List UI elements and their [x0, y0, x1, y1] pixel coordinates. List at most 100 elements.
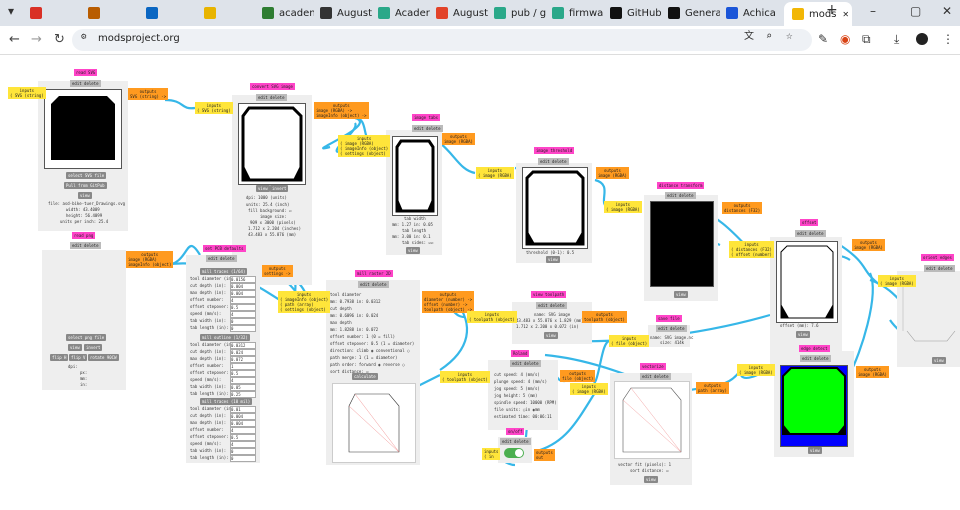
pcb-value-input[interactable]: 0.0312 — [230, 342, 256, 349]
browser-tab-3[interactable] — [204, 3, 256, 23]
pcb-value-input[interactable]: 0.0156 — [230, 276, 256, 283]
mill-traces-button[interactable]: mill traces (1/64) — [200, 268, 248, 275]
module-vectorize[interactable]: vector fit (pixels): 1 sort distance: ☑ … — [610, 373, 692, 485]
mill-raster-edit[interactable]: edit delete — [358, 281, 389, 288]
edge-detect-input[interactable]: inputs( image (RGBA) — [737, 364, 775, 376]
distance-view-button[interactable]: view — [674, 291, 688, 298]
calculate-button[interactable]: calculate — [352, 373, 378, 380]
view-toolpath-title[interactable]: view toolpath — [531, 291, 567, 298]
vectorize-input[interactable]: inputs( image (RGBA) — [570, 383, 608, 395]
pcb-value-input[interactable]: 0.024 — [230, 349, 256, 356]
browser-tab-6[interactable]: Acader — [378, 3, 430, 23]
on-off-edit[interactable]: edit delete — [500, 438, 531, 445]
convert-invert-button[interactable]: invert — [270, 185, 289, 192]
translate-icon[interactable]: 文 — [744, 31, 754, 42]
module-image-tabs[interactable]: tab width mm: 1.27 in: 0.05 tab length m… — [386, 130, 442, 255]
threshold-view-button[interactable]: view — [546, 256, 560, 263]
site-info-icon[interactable]: ⚙ — [81, 32, 87, 42]
save-file-edit[interactable]: edit delete — [656, 325, 687, 332]
browser-tab-1[interactable] — [88, 3, 140, 23]
module-orient[interactable]: view — [897, 271, 960, 367]
distance-title[interactable]: distance transform — [657, 182, 705, 189]
rotate-button[interactable]: rotate 90CW — [88, 354, 119, 361]
browser-tab-7[interactable]: August — [436, 3, 488, 23]
pcb-value-input[interactable]: 0 — [230, 455, 256, 462]
edge-detect-title[interactable]: edge detect — [799, 345, 830, 352]
pcb-value-input[interactable]: 0.004 — [230, 420, 256, 427]
read-svg-view-button[interactable]: view — [78, 192, 92, 199]
tabs-view-button[interactable]: view — [406, 247, 420, 254]
pcb-value-input[interactable]: 0 — [230, 325, 256, 332]
pcb-value-input[interactable]: 0.072 — [230, 356, 256, 363]
orient-input[interactable]: inputs( image (RGBA) — [878, 275, 916, 287]
pcb-value-input[interactable]: 0.25 — [230, 391, 256, 398]
close-tab-icon[interactable]: ✕ — [842, 9, 850, 19]
edge-view-button[interactable]: view — [808, 447, 822, 454]
module-view-toolpath[interactable]: name: SVG image 43.483 x 55.876 x 1.829 … — [512, 302, 592, 344]
save-file-title[interactable]: save file — [656, 315, 682, 322]
pcb-value-input[interactable]: 0.004 — [230, 283, 256, 290]
select-svg-button[interactable]: select SVG file — [66, 172, 107, 179]
bookmark-star-icon[interactable]: ☆ — [786, 29, 793, 42]
mill-raster-input[interactable]: inputs( imageInfo (object)( path (array)… — [278, 291, 331, 313]
convert-input[interactable]: inputs( SVG (string) — [195, 102, 233, 114]
pcb-value-input[interactable]: 4 — [230, 427, 256, 434]
avatar[interactable] — [916, 33, 928, 45]
extension-icon[interactable]: ◉ — [840, 32, 851, 46]
module-distance[interactable]: view — [644, 195, 718, 301]
browser-tab-9[interactable]: firmwa — [552, 3, 604, 23]
convert-view-button[interactable]: view — [256, 185, 270, 192]
pcb-value-input[interactable]: 0.004 — [230, 413, 256, 420]
pcb-value-input[interactable]: 4 — [230, 377, 256, 384]
offset-view-button[interactable]: view — [796, 331, 810, 338]
orient-view-button[interactable]: view — [932, 357, 946, 364]
read-svg-title[interactable]: read SVG — [74, 69, 98, 76]
forward-icon[interactable]: → — [31, 32, 42, 47]
vectorize-view-button[interactable]: view — [644, 476, 658, 483]
download-icon[interactable]: ⤓ — [894, 32, 900, 46]
mill-traces-10mil-button[interactable]: mill traces (10 mil) — [200, 398, 253, 405]
module-set-pcb[interactable]: mill traces (1/64) tool diameter (in):0.… — [186, 255, 260, 463]
offset-title[interactable]: offset — [800, 219, 819, 226]
flip-v-button[interactable]: flip V — [69, 354, 88, 361]
image-tabs-edit[interactable]: edit delete — [412, 125, 443, 132]
threshold-edit[interactable]: edit delete — [538, 158, 569, 165]
distance-input[interactable]: inputs( image (RGBA) — [604, 201, 642, 213]
read-svg-input[interactable]: inputs( SVG (string) — [8, 87, 46, 99]
roland-edit[interactable]: edit delete — [510, 360, 541, 367]
vectorize-title[interactable]: vectorize — [640, 363, 666, 370]
tab-search-icon[interactable]: ▾ — [8, 4, 15, 18]
edge-detect-edit[interactable]: edit delete — [800, 355, 831, 362]
orient-title[interactable]: orient edges — [921, 254, 954, 261]
module-roland[interactable]: cut speed: 4 (mm/s)plunge speed: 4 (mm/s… — [488, 360, 558, 430]
browser-tab-11[interactable]: Genera — [668, 3, 720, 23]
new-tab-button[interactable]: + — [826, 2, 838, 18]
mill-raster-title[interactable]: mill raster 2D — [355, 270, 393, 277]
offset-input[interactable]: inputs( distances (F32)( offset (number) — [729, 241, 774, 258]
view-toolpath-edit[interactable]: edit delete — [536, 302, 567, 309]
zoom-icon[interactable]: ⌕ — [766, 31, 773, 42]
offset-edit[interactable]: edit delete — [795, 230, 826, 237]
module-threshold[interactable]: threshold (0-1): 0.5 view — [516, 163, 592, 263]
pcb-value-input[interactable]: 0 — [230, 318, 256, 325]
flip-h-button[interactable]: flip H — [50, 354, 69, 361]
on-off-toggle[interactable] — [504, 448, 524, 458]
png-view-button[interactable]: view — [68, 344, 82, 351]
reload-icon[interactable]: ↻ — [54, 32, 65, 47]
vectorize-edit[interactable]: edit delete — [640, 373, 671, 380]
browser-tab-12[interactable]: Achica — [726, 3, 778, 23]
pull-gitpub-button[interactable]: Pull from GitPub — [64, 182, 107, 189]
pcb-value-input[interactable]: 0.5 — [230, 304, 256, 311]
read-png-title[interactable]: read png — [72, 232, 96, 239]
set-pcb-edit[interactable]: edit delete — [206, 255, 237, 262]
